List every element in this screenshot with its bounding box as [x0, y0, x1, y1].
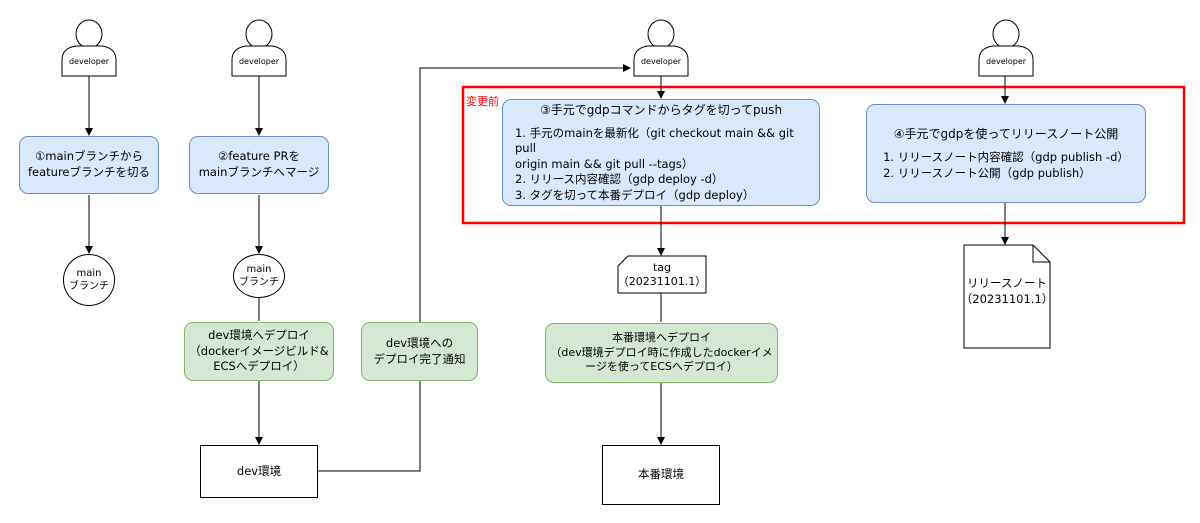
- prod-env-box[interactable]: 本番環境: [602, 445, 720, 505]
- main-branch-node[interactable]: main ブランチ: [233, 254, 285, 298]
- step3-box[interactable]: ③手元でgdpコマンドからタグを切ってpush 1. 手元のmainを最新化（g…: [502, 99, 820, 206]
- release-note-doc[interactable]: リリースノート （20231101.1）: [960, 276, 1054, 306]
- step3-item: 3. タグを切って本番デプロイ（gdp deploy）: [515, 187, 755, 202]
- step3-title: ③手元でgdpコマンドからタグを切ってpush: [539, 102, 783, 117]
- tag-shape: [617, 255, 707, 294]
- actor-label: developer: [640, 57, 682, 66]
- main-branch-node[interactable]: main ブランチ: [63, 254, 115, 306]
- dev-notify-box[interactable]: dev環境への デプロイ完了通知: [361, 322, 478, 381]
- step3-item: origin main && git pull --tags）: [515, 156, 694, 171]
- developer-icon: [231, 19, 287, 77]
- edge: [318, 64, 631, 472]
- highlight-label: 変更前: [466, 95, 499, 108]
- step4-title: ④手元でgdpを使ってリリースノート公開: [893, 126, 1119, 141]
- step4-item: 2. リリースノート公開（gdp publish）: [883, 165, 1091, 180]
- actor-label: developer: [985, 57, 1027, 66]
- step3-item: 1. 手元のmainを最新化（git checkout main && git …: [515, 125, 794, 156]
- developer-icon: [61, 19, 117, 77]
- step4-item: 1. リリースノート内容確認（gdp publish -d）: [883, 150, 1129, 165]
- actor-label: developer: [238, 57, 280, 66]
- tag-label[interactable]: tag （20231101.1）: [617, 260, 707, 288]
- step4-list: 1. リリースノート内容確認（gdp publish -d） 2. リリースノー…: [883, 150, 1129, 181]
- highlight-frame: [461, 85, 1186, 225]
- document-shape: [963, 244, 1051, 349]
- dev-deploy-box[interactable]: dev環境へデプロイ （dockerイメージビルド& ECSへデプロイ）: [184, 322, 334, 381]
- actor-label: developer: [68, 57, 110, 66]
- dev-env-box[interactable]: dev環境: [200, 445, 318, 498]
- step3-list: 1. 手元のmainを最新化（git checkout main && git …: [515, 126, 807, 204]
- developer-icon: [978, 19, 1034, 77]
- prod-deploy-box[interactable]: 本番環境へデプロイ （dev環境デプロイ時に作成したdockerイメ ージを使っ…: [545, 323, 778, 383]
- step4-box[interactable]: ④手元でgdpを使ってリリースノート公開 1. リリースノート内容確認（gdp …: [866, 104, 1146, 203]
- step2-box[interactable]: ②feature PRを mainブランチへマージ: [189, 136, 329, 194]
- step3-item: 2. リリース内容確認（gdp deploy -d）: [515, 172, 724, 187]
- developer-icon: [633, 19, 689, 77]
- step1-box[interactable]: ①mainブランチから featureブランチを切る: [19, 136, 159, 194]
